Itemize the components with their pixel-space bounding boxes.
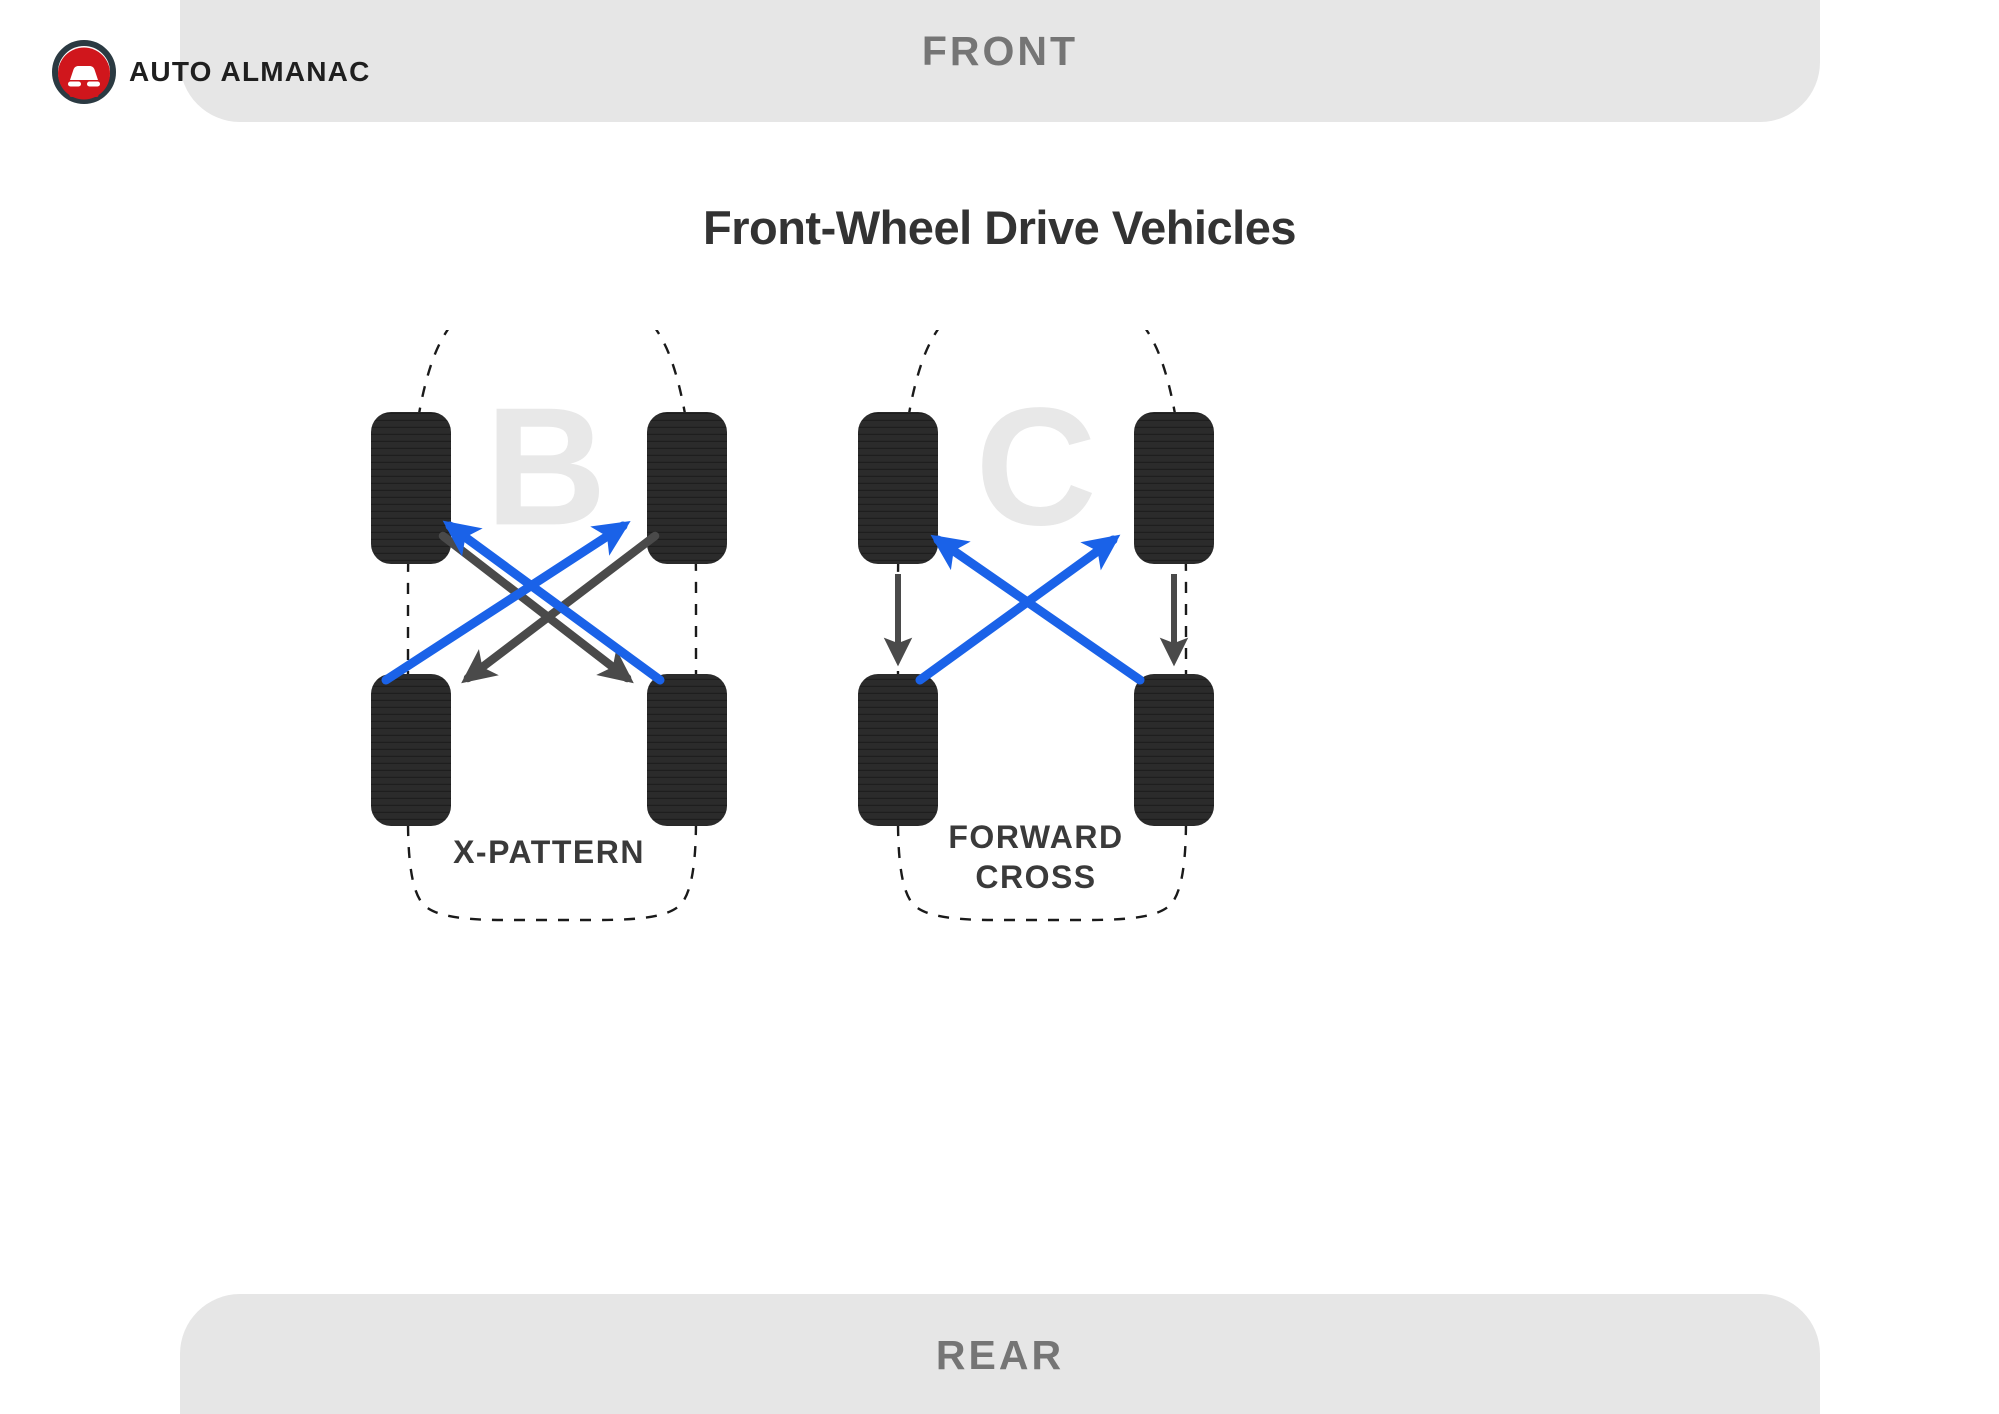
diagram-b: B: [371, 330, 727, 922]
arrow-blue-rl-to-fr: [915, 534, 1121, 685]
watermark-letter-b: B: [485, 372, 606, 560]
tire-front-right: [647, 412, 727, 564]
rotation-diagrams-svg: B: [371, 330, 1214, 922]
arrow-blue-rr-to-fl: [930, 534, 1145, 685]
pattern-label-c-line2: CROSS: [975, 859, 1096, 895]
rear-banner: REAR: [180, 1294, 1820, 1414]
tire-rear-right: [1134, 674, 1214, 826]
front-banner-label: FRONT: [921, 28, 1079, 74]
arrow-gray-fl-to-rr: [438, 531, 634, 684]
diagram-c: C: [858, 330, 1214, 922]
tire-rear-left: [858, 674, 938, 826]
car-outline-dashed: [896, 330, 1188, 922]
tire-front-left: [371, 412, 451, 564]
arrow-blue-rr-to-fl: [442, 520, 665, 685]
car-outline-dashed: [406, 330, 698, 922]
tire-front-left: [858, 412, 938, 564]
car-badge-icon: [52, 40, 116, 104]
brand-logo: AUTO ALMANAC: [52, 40, 371, 104]
pattern-label-b: X-PATTERN: [453, 834, 645, 870]
pattern-label-c-line1: FORWARD: [948, 819, 1123, 855]
arrow-blue-rl-to-fr: [381, 521, 631, 685]
front-banner: FRONT: [180, 0, 1820, 122]
tire-front-right: [1134, 412, 1214, 564]
brand-name: AUTO ALMANAC: [129, 56, 371, 87]
watermark-letter-c: C: [975, 372, 1096, 560]
rear-banner-label: REAR: [935, 1332, 1065, 1378]
tire-rear-right: [647, 674, 727, 826]
diagram-stage: B: [0, 330, 1999, 1160]
page-title: Front-Wheel Drive Vehicles: [703, 201, 1296, 254]
tire-rear-left: [371, 674, 451, 826]
